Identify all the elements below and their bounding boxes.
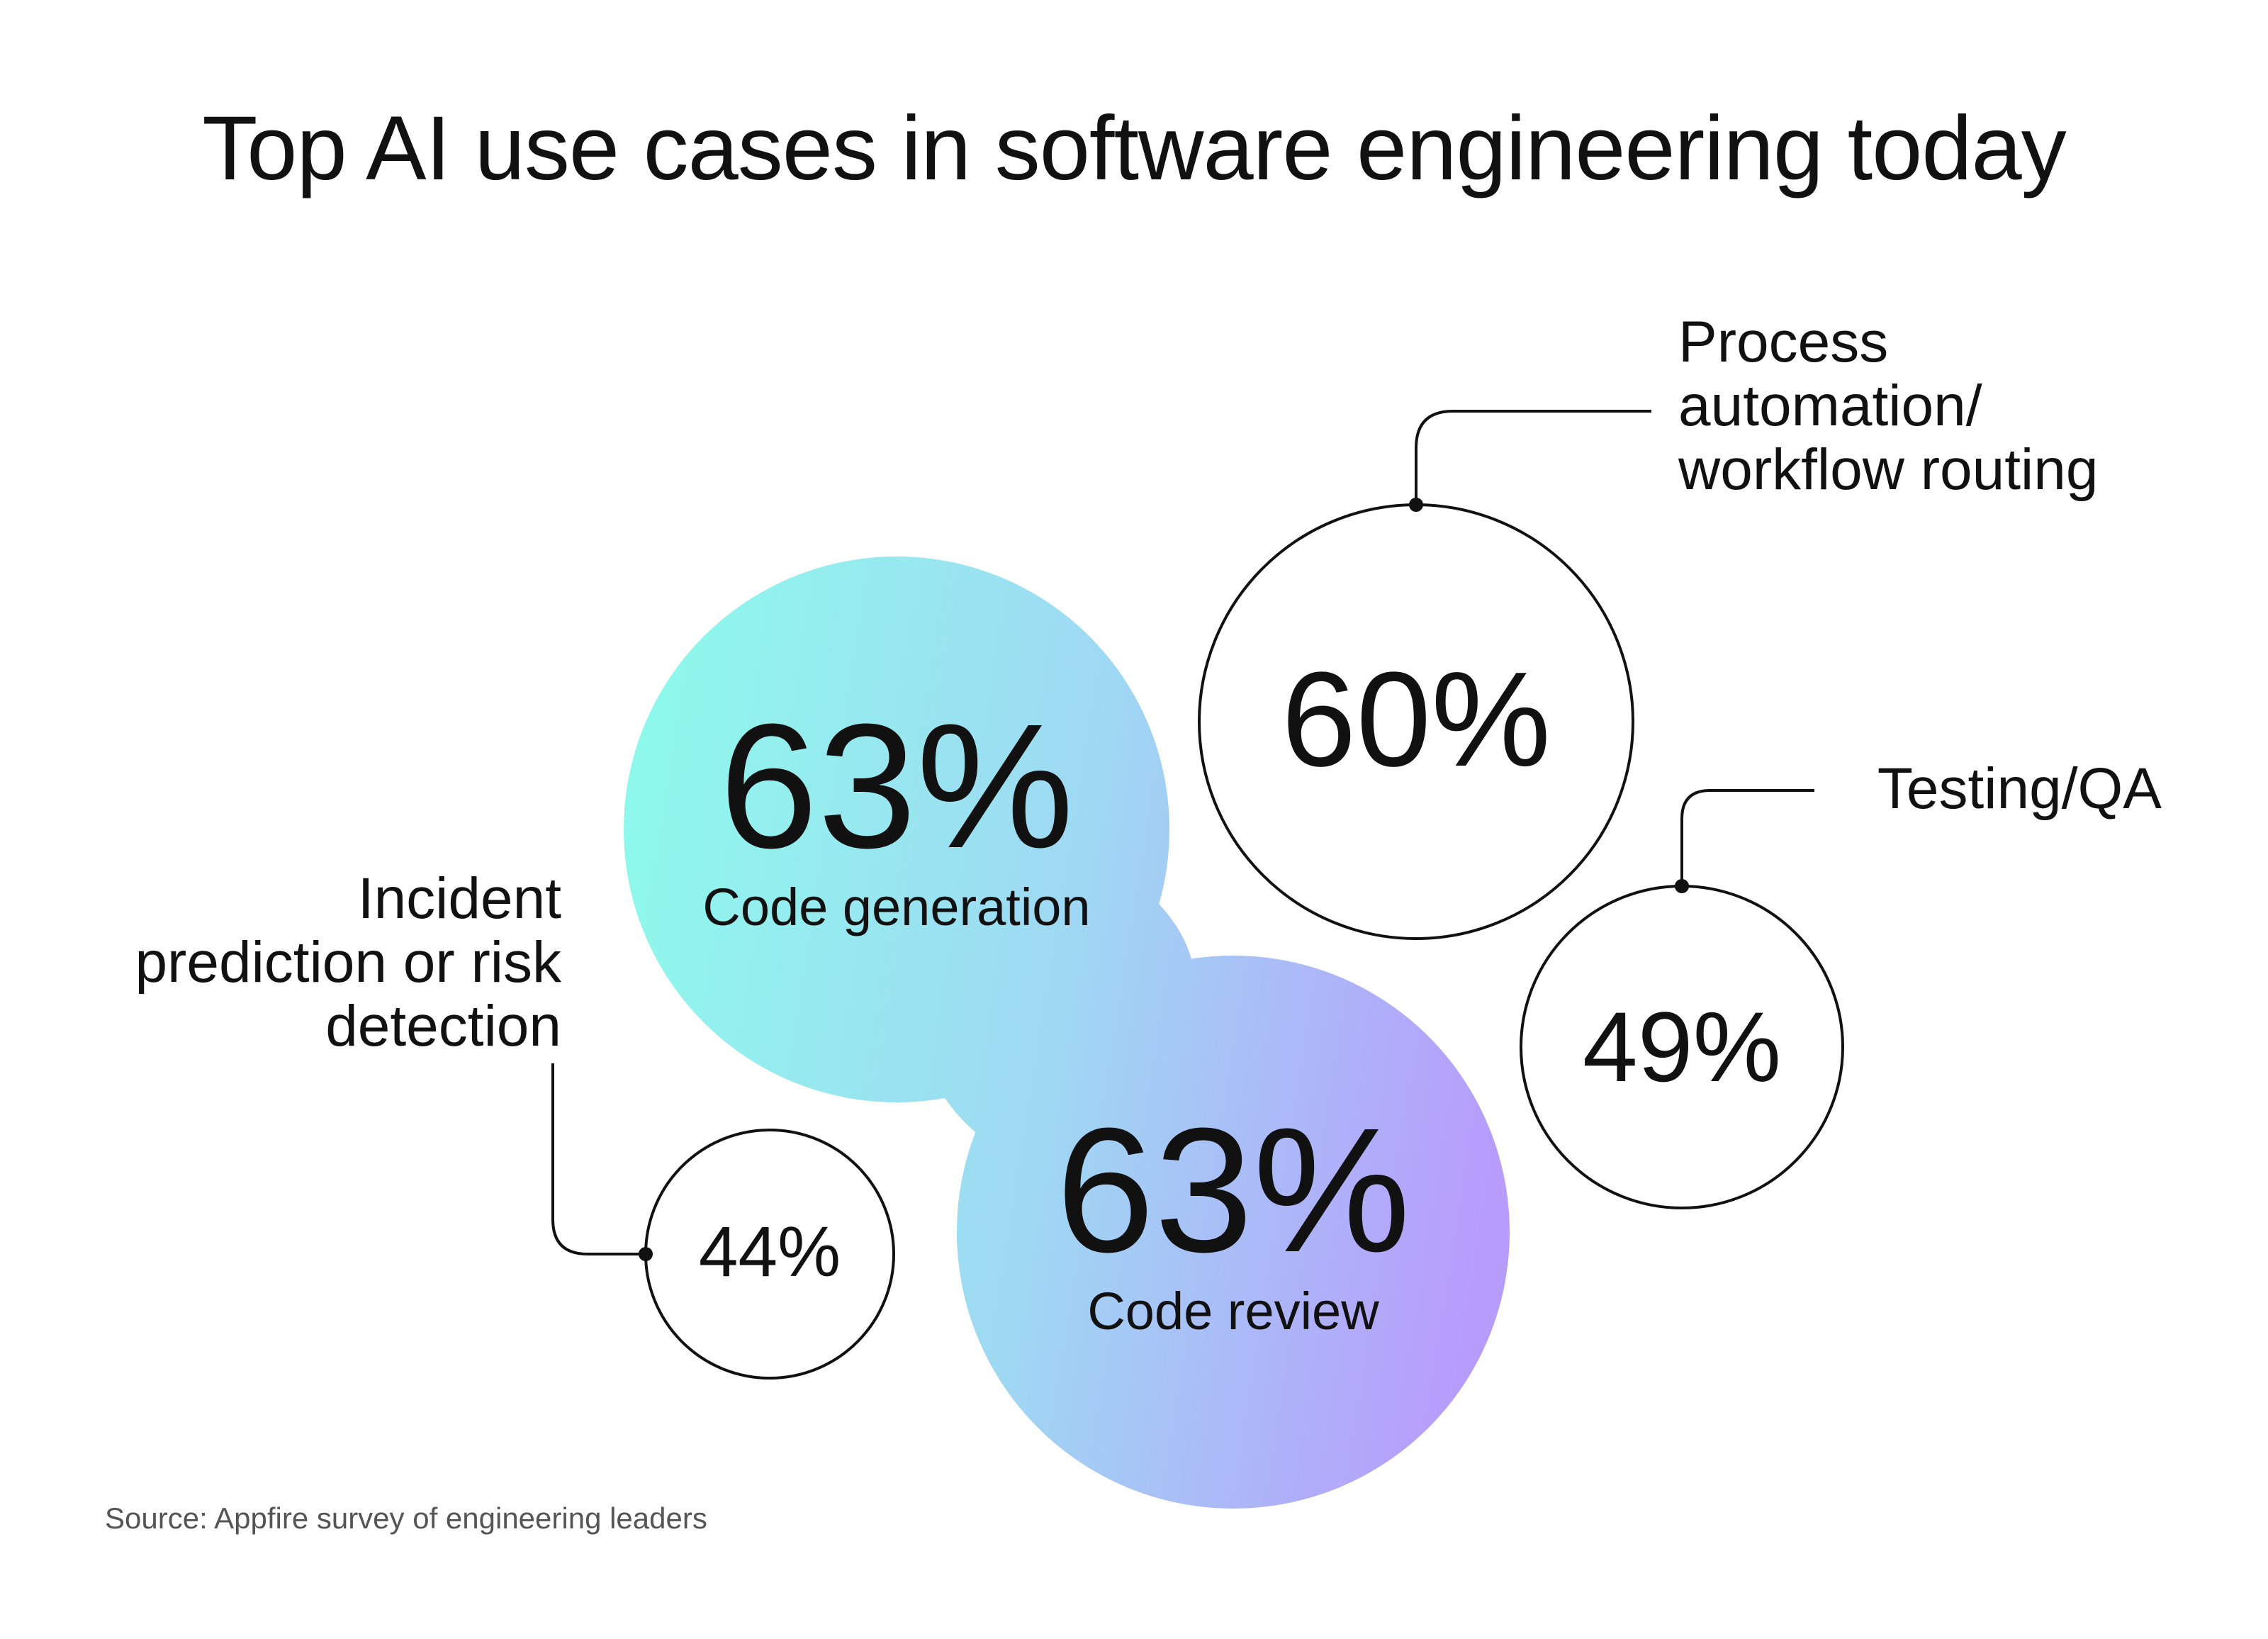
label-process-automation: Process automation/ workflow routing bbox=[1678, 310, 2098, 502]
leader-line-incident-prediction bbox=[551, 1063, 646, 1255]
label-incident-prediction-line-3: detection bbox=[325, 994, 561, 1058]
leader-dot-incident-prediction bbox=[639, 1247, 653, 1261]
leader-line-testing-qa bbox=[1680, 789, 1814, 886]
bubble-code-generation bbox=[624, 556, 1169, 1102]
chart-title: Top AI use cases in software engineering… bbox=[202, 98, 2066, 199]
label-incident-prediction-line-1: Incident bbox=[358, 866, 561, 931]
gradient-blob bbox=[624, 556, 1510, 1509]
label-process-automation-line-3: workflow routing bbox=[1678, 437, 2098, 502]
value-code-review: 63% bbox=[1056, 1091, 1410, 1289]
label-code-review: Code review bbox=[1087, 1282, 1379, 1341]
value-testing-qa: 49% bbox=[1583, 991, 1781, 1102]
label-incident-prediction: Incident prediction or risk detection bbox=[135, 866, 562, 1058]
source-note: Source: Appfire survey of engineering le… bbox=[105, 1501, 707, 1535]
label-testing-qa: Testing/QA bbox=[1877, 756, 2162, 821]
bubble-code-review bbox=[957, 956, 1510, 1509]
label-code-generation: Code generation bbox=[702, 878, 1090, 936]
value-code-generation: 63% bbox=[719, 687, 1074, 885]
leader-line-process-automation bbox=[1415, 410, 1651, 505]
label-process-automation-line-2: automation/ bbox=[1678, 374, 1982, 438]
leader-dot-process-automation bbox=[1409, 498, 1423, 512]
label-incident-prediction-line-2: prediction or risk bbox=[135, 930, 562, 995]
label-process-automation-line-1: Process bbox=[1678, 310, 1888, 374]
leader-dot-testing-qa bbox=[1675, 879, 1689, 893]
value-process-automation: 60% bbox=[1281, 644, 1551, 795]
bubble-bridge bbox=[921, 900, 1196, 1134]
value-incident-prediction: 44% bbox=[699, 1212, 841, 1292]
